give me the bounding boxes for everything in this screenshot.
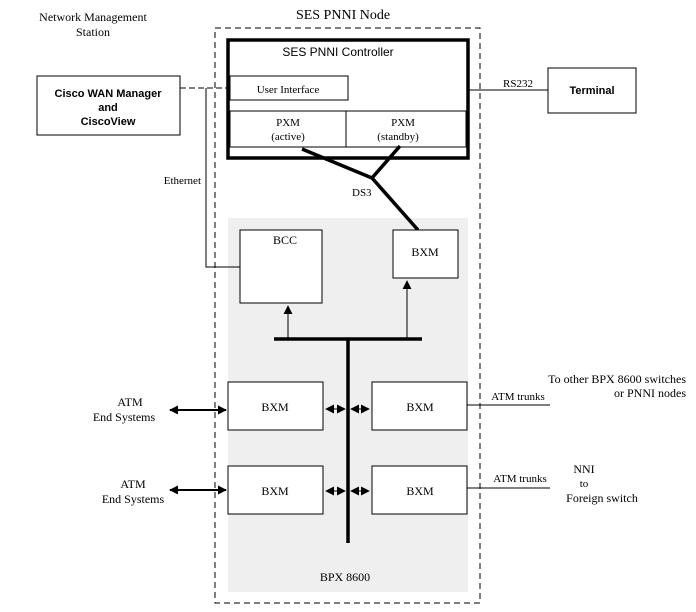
rs232-label: RS232 — [503, 78, 533, 90]
atm-trunks-bottom-label: ATM trunks — [493, 473, 546, 485]
bxm-top-label: BXM — [411, 245, 439, 259]
ethernet-link — [205, 88, 240, 268]
nms-label-line1: Network Management — [39, 10, 147, 24]
bcc-box — [239, 229, 323, 304]
pxm-standby-line1: PXM — [391, 117, 415, 129]
foreign-line2: to — [580, 478, 589, 490]
manager-line2: and — [98, 102, 118, 114]
foreign-line1: NNI — [573, 462, 594, 476]
end-systems-top-line1: ATM — [117, 395, 143, 409]
end-systems-bottom-line2: End Systems — [102, 492, 165, 506]
pxm-active-line1: PXM — [276, 117, 300, 129]
terminal-box — [547, 67, 637, 114]
user-interface-box — [229, 75, 349, 101]
bxm-top-box — [392, 229, 459, 279]
bxm-mid-left-label: BXM — [261, 400, 289, 414]
cisco-wan-manager-box — [36, 75, 181, 136]
atm-trunks-top-label: ATM trunks — [491, 391, 544, 403]
ethernet-label: Ethernet — [164, 175, 201, 187]
manager-line1: Cisco WAN Manager — [55, 88, 163, 100]
terminal-label: Terminal — [569, 85, 614, 97]
pxm-active-box — [229, 110, 347, 148]
nms-label-line2: Station — [76, 25, 110, 39]
ds3-link-to-bxm — [370, 176, 420, 232]
bxm-mid-right-box — [371, 381, 468, 431]
user-interface-label: User Interface — [257, 84, 320, 96]
other-switches-line1: To other BPX 8600 switches — [548, 372, 686, 386]
bxm-bot-right-label: BXM — [406, 484, 434, 498]
pxm-active-line2: (active) — [271, 131, 305, 143]
bxm-bot-left-box — [227, 465, 324, 515]
controller-title: SES PNNI Controller — [282, 45, 393, 59]
ds3-link-standby — [370, 144, 402, 180]
other-switches-line2: or PNNI nodes — [614, 386, 686, 400]
pxm-standby-line2: (standby) — [377, 131, 419, 143]
end-systems-top-line2: End Systems — [93, 410, 156, 424]
ds3-label: DS3 — [352, 187, 372, 199]
bxm-bot-right-box — [371, 465, 468, 515]
foreign-line3: Foreign switch — [566, 491, 638, 505]
node-title: SES PNNI Node — [296, 8, 390, 23]
ds3-link-active — [301, 147, 373, 180]
pxm-standby-box — [345, 110, 467, 148]
manager-line3: CiscoView — [81, 116, 136, 128]
bxm-bot-left-label: BXM — [261, 484, 289, 498]
bcc-label: BCC — [273, 233, 297, 247]
ses-pnni-node-boundary — [214, 27, 481, 604]
end-systems-bottom-line1: ATM — [120, 477, 146, 491]
bxm-mid-right-label: BXM — [406, 400, 434, 414]
bxm-mid-left-box — [227, 381, 324, 431]
bpx-8600-label: BPX 8600 — [320, 570, 370, 584]
